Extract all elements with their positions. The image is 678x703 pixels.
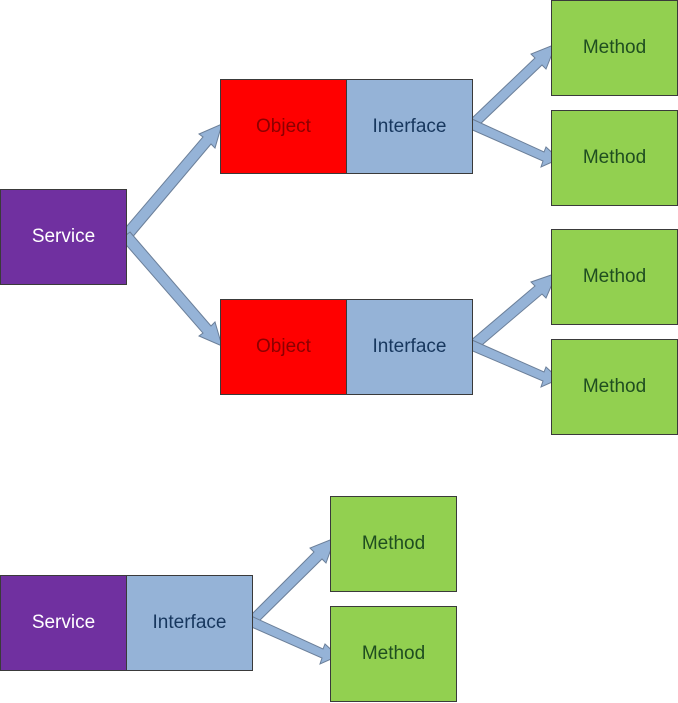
- interface-box: Interface: [346, 299, 473, 395]
- object-box: Object: [220, 299, 347, 395]
- method-box: Method: [330, 496, 457, 592]
- interface-box: Interface: [126, 575, 253, 671]
- method-box: Method: [551, 339, 678, 435]
- method-box: Method: [330, 606, 457, 702]
- method-box: Method: [551, 0, 678, 96]
- arrow-interface2-to-method-2: [467, 339, 560, 388]
- service-box: Service: [0, 189, 127, 285]
- arrow-service-to-object-2: [120, 231, 223, 347]
- arrow-interface3-to-method-2: [246, 615, 339, 665]
- arrow-interface3-to-method-1: [247, 537, 336, 626]
- interface-box: Interface: [346, 79, 473, 174]
- arrow-service-to-object-1: [120, 123, 223, 241]
- service-box: Service: [0, 575, 127, 671]
- object-box: Object: [220, 79, 347, 174]
- arrow-interface1-to-method-2: [467, 118, 560, 168]
- arrow-interface2-to-method-1: [468, 272, 558, 351]
- arrow-interface1-to-method-1: [468, 43, 557, 129]
- method-box: Method: [551, 110, 678, 206]
- method-box: Method: [551, 229, 678, 325]
